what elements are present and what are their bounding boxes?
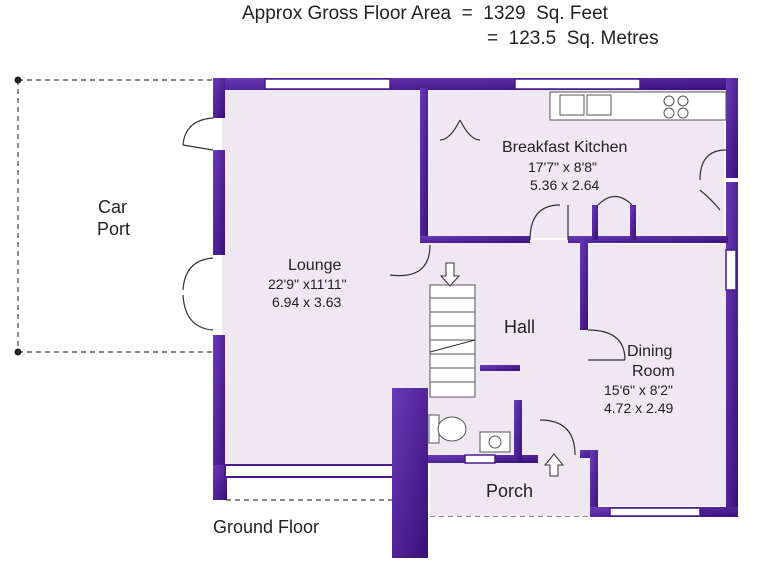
hob-icon xyxy=(663,95,689,119)
floor-label: Ground Floor xyxy=(213,517,319,537)
windows xyxy=(264,78,737,517)
lounge-metric: 6.94 x 3.63 xyxy=(272,294,341,310)
carport-outline xyxy=(17,79,215,353)
doors xyxy=(182,117,727,456)
dining-name-1: Dining xyxy=(627,343,672,360)
porch-name: Porch xyxy=(486,481,533,501)
kitchen-metric: 5.36 x 2.64 xyxy=(530,177,599,193)
dining-imperial: 15'6" x 8'2" xyxy=(604,382,673,398)
kitchen-name: Breakfast Kitchen xyxy=(502,139,627,156)
gross-area-sqm: = 123.5 Sq. Metres xyxy=(487,28,659,49)
kitchen-imperial: 17'7" x 8'8" xyxy=(528,159,597,175)
carport-post-icon xyxy=(14,76,22,84)
carport-post-icon xyxy=(14,348,22,356)
sink-icon xyxy=(559,94,612,116)
stairs xyxy=(429,284,476,398)
carport-label-1: Car xyxy=(98,197,127,217)
entrance-arrow-icon xyxy=(543,453,565,477)
dining-metric: 4.72 x 2.49 xyxy=(604,400,673,416)
gross-area-sqft: Approx Gross Floor Area = 1329 Sq. Feet xyxy=(242,3,608,24)
basin-icon xyxy=(479,431,511,453)
lounge-name: Lounge xyxy=(288,257,341,274)
carport-label-2: Port xyxy=(97,219,130,239)
dining-name-2: Room xyxy=(632,363,675,380)
stairs-down-arrow-icon xyxy=(439,262,461,287)
toilet-icon xyxy=(428,414,467,444)
lounge-imperial: 22'9" x11'11" xyxy=(268,276,347,292)
hall-name: Hall xyxy=(504,317,535,337)
